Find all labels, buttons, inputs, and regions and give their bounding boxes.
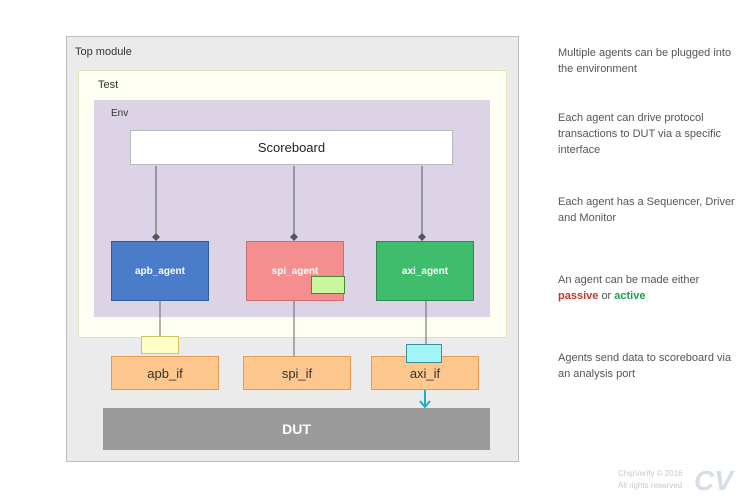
test-label: Test	[98, 79, 119, 91]
watermark-line2: All rights reserved	[618, 481, 683, 490]
apb-if-box: apb_if	[111, 356, 219, 390]
note-agent-modes-line2: passive or active	[558, 288, 738, 304]
note-agent-components: Each agent has a Sequencer, Driver and M…	[558, 196, 735, 224]
watermark-text: ChipVerify © 2016 All rights reserved	[618, 468, 698, 492]
axi-port-block	[406, 344, 442, 363]
note-drive-transactions: Each agent can drive protocol transactio…	[558, 112, 722, 156]
or-label: or	[601, 290, 612, 302]
axi-agent-box: axi_agent	[376, 241, 474, 301]
spi-port-block	[311, 276, 345, 294]
env-label: Env	[111, 108, 129, 119]
axi-analysis-diamond	[418, 233, 426, 241]
note-agent-modes: An agent can be made either passive or a…	[558, 272, 738, 304]
axi-dut-arrow-head	[419, 400, 431, 409]
note-plug-agents: Multiple agents can be plugged into the …	[558, 47, 732, 75]
scoreboard-box: Scoreboard	[130, 130, 453, 165]
apb-port-block	[141, 336, 179, 354]
apb-analysis-diamond	[152, 233, 160, 241]
dut-box: DUT	[103, 408, 490, 450]
passive-label: passive	[558, 290, 599, 302]
watermark-line1: ChipVerify © 2016	[618, 469, 683, 478]
note-agent-modes-prefix: An agent can be made either	[558, 274, 700, 286]
top-module-label: Top module	[75, 46, 132, 58]
apb-agent-box: apb_agent	[111, 241, 209, 301]
spi-if-box: spi_if	[243, 356, 351, 390]
active-label: active	[614, 290, 646, 302]
note-analysis-port: Agents send data to scoreboard via an an…	[558, 352, 732, 380]
spi-analysis-diamond	[290, 233, 298, 241]
watermark-logo-text: CV	[694, 465, 735, 496]
